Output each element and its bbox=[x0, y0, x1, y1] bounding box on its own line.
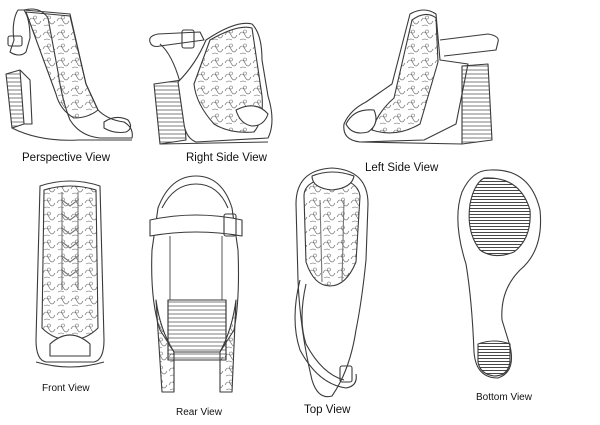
rear-view-drawing bbox=[149, 175, 243, 393]
right-side-view-label: Right Side View bbox=[186, 152, 267, 164]
front-view-drawing bbox=[35, 180, 105, 368]
top-view-label: Top View bbox=[304, 404, 351, 416]
right-side-view-drawing bbox=[149, 22, 273, 145]
perspective-view-label: Perspective View bbox=[22, 152, 110, 164]
rear-view-label: Rear View bbox=[176, 407, 222, 418]
bottom-view-label: Bottom View bbox=[476, 392, 532, 403]
top-view-drawing bbox=[294, 167, 369, 398]
perspective-view-drawing bbox=[5, 8, 133, 141]
front-view-label: Front View bbox=[42, 383, 90, 394]
bottom-view-drawing bbox=[457, 169, 542, 379]
left-side-view-drawing bbox=[343, 9, 499, 145]
left-side-view-label: Left Side View bbox=[365, 162, 439, 174]
